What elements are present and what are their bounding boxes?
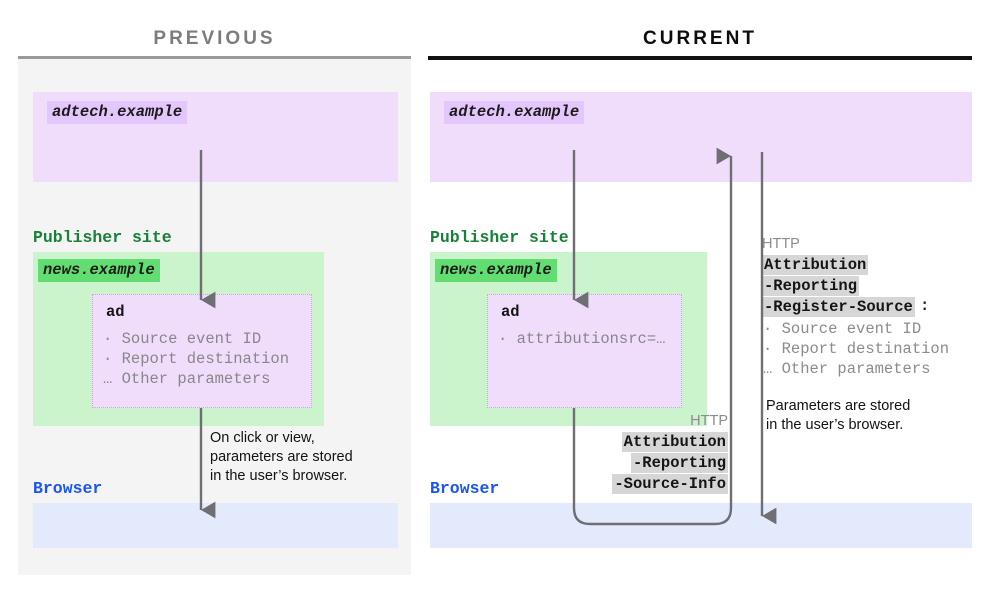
current-publisher-site-label: Publisher site [430,228,569,247]
panel-current [428,56,972,576]
http-response-protocol: HTTP [762,236,800,252]
previous-annotation-note: On click or view, parameters are stored … [210,430,353,484]
current-annotation-note: Parameters are stored in the user’s brow… [766,398,911,433]
current-publisher-chip: news.example [435,259,557,282]
previous-browser-label: Browser [33,479,103,498]
column-title-current: CURRENT [643,28,757,49]
current-http-response-callout: HTTP Attribution -Reporting -Register-So… [762,234,992,318]
previous-publisher-site-label: Publisher site [33,228,172,247]
http-response-bullets: · Source event ID · Report destination …… [763,320,950,378]
http-request-token-2: -Source-Info [612,474,728,494]
http-response-token-0: Attribution [762,255,869,275]
current-browser-zone [430,503,972,548]
http-response-token-2: -Register-Source [762,297,915,317]
previous-browser-zone [33,503,398,548]
http-response-colon: : [920,297,930,315]
current-ad-title: ad [501,303,520,321]
current-ad-parameter-list: · attributionsrc=… [498,330,666,348]
current-browser-label: Browser [430,479,500,498]
http-request-token-1: -Reporting [630,453,728,473]
http-response-token-1: -Reporting [762,276,860,296]
previous-adtech-chip: adtech.example [47,101,188,124]
column-title-previous: PREVIOUS [153,28,276,49]
previous-ad-box: ad · Source event ID · Report destinatio… [92,294,312,408]
previous-ad-parameter-list: · Source event ID · Report destination …… [103,330,290,388]
http-request-token-0: Attribution [621,432,728,452]
current-adtech-chip: adtech.example [444,101,585,124]
previous-ad-title: ad [106,303,125,321]
current-http-request-callout: HTTP Attribution -Reporting -Source-Info [540,411,728,495]
http-request-protocol: HTTP [690,413,728,429]
previous-publisher-chip: news.example [38,259,160,282]
current-ad-box: ad · attributionsrc=… [487,294,682,408]
